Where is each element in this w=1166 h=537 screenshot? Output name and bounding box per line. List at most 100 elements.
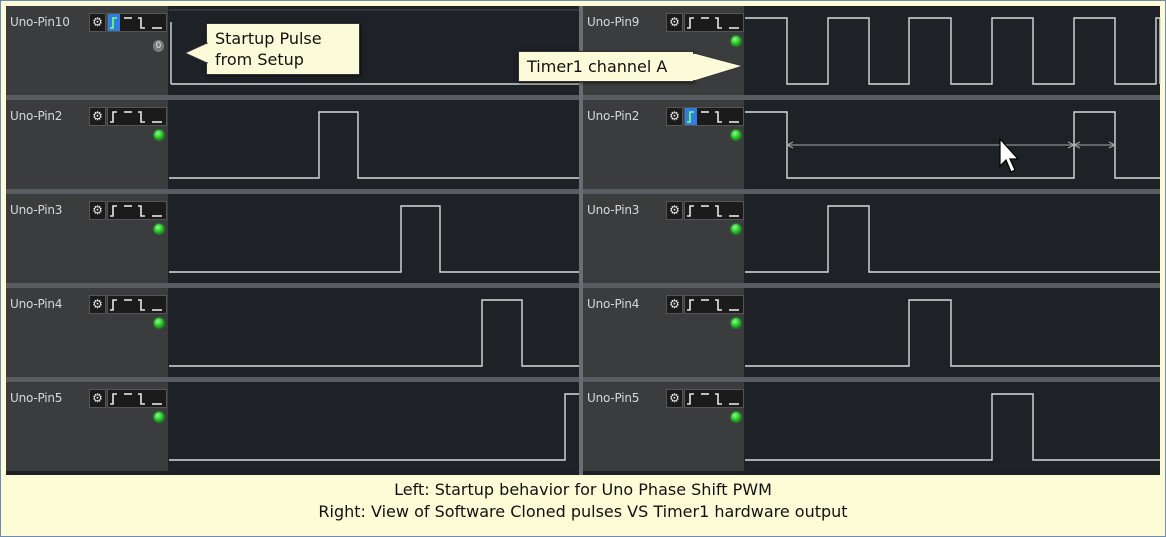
rising-edge-trigger-icon[interactable] (687, 205, 694, 217)
signal-trace-area[interactable] (745, 382, 1160, 471)
trigger-selector[interactable] (684, 201, 744, 220)
trigger-selector[interactable] (684, 13, 744, 32)
rising-edge-trigger-icon[interactable] (110, 393, 117, 405)
channel-row: Uno-Pin2⚙ (6, 100, 579, 189)
channel-separator (583, 283, 1160, 288)
channel-activity-led (731, 130, 741, 140)
falling-edge-trigger-icon[interactable] (715, 393, 722, 405)
gear-icon[interactable]: ⚙ (89, 201, 106, 220)
timing-measure-arrow (1072, 141, 1117, 149)
channel-separator (6, 95, 579, 100)
channel-name: Uno-Pin4 (587, 297, 640, 311)
channel-row: Uno-Pin4 ⚙ (583, 288, 1160, 377)
gear-icon[interactable]: ⚙ (666, 295, 683, 314)
channel-activity-led (154, 318, 164, 328)
gear-icon[interactable]: ⚙ (666, 13, 683, 32)
falling-edge-trigger-icon[interactable] (138, 111, 145, 123)
figure-caption: Left: Startup behavior for Uno Phase Shi… (1, 479, 1165, 523)
channel-name: Uno-Pin2 (587, 109, 640, 123)
gear-icon[interactable]: ⚙ (89, 389, 106, 408)
channel-activity-led (154, 224, 164, 234)
channel-label-panel: Uno-Pin5 ⚙ (6, 382, 168, 471)
signal-trace-area[interactable] (169, 194, 579, 283)
gear-icon[interactable]: ⚙ (89, 295, 106, 314)
channel-name: Uno-Pin10 (10, 15, 70, 29)
gear-icon[interactable]: ⚙ (666, 107, 683, 126)
trigger-selector[interactable] (107, 389, 167, 408)
callout-line-1: Startup Pulse (215, 29, 322, 48)
falling-edge-trigger-icon[interactable] (715, 205, 722, 217)
falling-edge-trigger-icon[interactable] (715, 17, 722, 29)
trigger-selector[interactable] (684, 107, 744, 126)
signal-waveform (745, 393, 1160, 461)
caption-line-1: Left: Startup behavior for Uno Phase Shi… (394, 480, 772, 499)
signal-waveform (169, 205, 579, 273)
signal-trace-area[interactable] (169, 100, 579, 189)
signal-waveform (169, 299, 579, 367)
waveform-trace (169, 393, 579, 461)
rising-edge-trigger-icon[interactable] (108, 14, 120, 31)
channel-separator (6, 189, 579, 194)
waveform-trace (745, 17, 1161, 85)
signal-waveform (169, 111, 579, 179)
timing-measure-arrow (785, 141, 1076, 149)
channel-separator (583, 377, 1160, 382)
signal-waveform (745, 17, 1161, 85)
channel-label-panel: Uno-Pin4 ⚙ (583, 288, 744, 377)
channel-row: Uno-Pin3⚙ (583, 194, 1160, 283)
channel-label-panel: Uno-Pin4 ⚙ (6, 288, 168, 377)
falling-edge-trigger-icon[interactable] (138, 299, 145, 311)
panel-divider (579, 6, 583, 475)
falling-edge-trigger-icon[interactable] (138, 205, 145, 217)
channel-name: Uno-Pin3 (10, 203, 63, 217)
channel-activity-led (731, 412, 741, 422)
signal-trace-area[interactable] (745, 194, 1160, 283)
rising-edge-trigger-icon[interactable] (685, 108, 697, 125)
channel-name: Uno-Pin5 (587, 391, 640, 405)
channel-row: Uno-Pin4 ⚙ (6, 288, 579, 377)
trigger-selector[interactable] (684, 295, 744, 314)
signal-trace-area[interactable] (169, 288, 579, 377)
waveform-trace (745, 205, 1160, 273)
falling-edge-trigger-icon[interactable] (715, 299, 722, 311)
waveform-trace (745, 393, 1160, 461)
channel-name: Uno-Pin5 (10, 391, 63, 405)
trigger-selector[interactable] (684, 389, 744, 408)
rising-edge-trigger-icon[interactable] (687, 393, 694, 405)
channel-separator (583, 95, 1160, 100)
timer1-channel-a-callout: Timer1 channel A (518, 51, 694, 82)
channel-label-panel: Uno-Pin3 ⚙ (6, 194, 168, 283)
rising-edge-trigger-icon[interactable] (110, 299, 117, 311)
waveform-trace (745, 299, 1160, 367)
rising-edge-trigger-icon[interactable] (110, 205, 117, 217)
channel-activity-led (731, 224, 741, 234)
edge-count-badge: 0 (153, 40, 164, 52)
trigger-selector[interactable] (107, 107, 167, 126)
signal-trace-area[interactable] (745, 6, 1161, 95)
rising-edge-trigger-icon[interactable] (110, 111, 117, 123)
mouse-pointer-icon (999, 138, 1019, 173)
channel-activity-led (154, 412, 164, 422)
gear-icon[interactable]: ⚙ (666, 389, 683, 408)
signal-waveform (745, 205, 1160, 273)
falling-edge-trigger-icon[interactable] (138, 393, 145, 405)
channel-name: Uno-Pin9 (587, 15, 640, 29)
falling-edge-trigger-icon[interactable] (138, 17, 145, 29)
channel-name: Uno-Pin4 (10, 297, 63, 311)
trigger-selector[interactable] (107, 201, 167, 220)
trigger-selector[interactable] (107, 13, 167, 32)
gear-icon[interactable]: ⚙ (89, 13, 106, 32)
falling-edge-trigger-icon[interactable] (715, 111, 722, 123)
rising-edge-trigger-icon[interactable] (687, 299, 694, 311)
signal-trace-area[interactable] (169, 382, 579, 471)
signal-trace-area[interactable] (745, 100, 1160, 189)
timer1-callout-pointer (693, 52, 745, 82)
signal-trace-area[interactable] (745, 288, 1160, 377)
channel-label-panel: Uno-Pin3⚙ (583, 194, 744, 283)
rising-edge-trigger-icon[interactable] (687, 17, 694, 29)
gear-icon[interactable]: ⚙ (666, 201, 683, 220)
gear-icon[interactable]: ⚙ (89, 107, 106, 126)
signal-waveform (169, 393, 579, 461)
trigger-selector[interactable] (107, 295, 167, 314)
